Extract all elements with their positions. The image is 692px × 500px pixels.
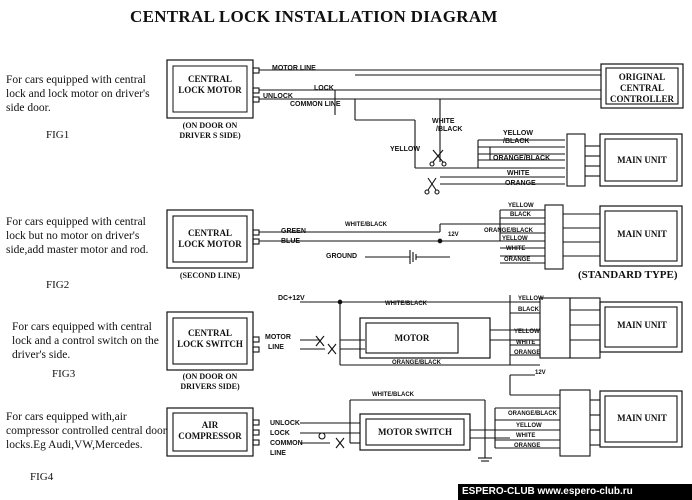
fig1-motor-box-label: CENTRAL LOCK MOTOR <box>178 74 242 95</box>
fig2-main-unit-label: MAIN UNIT <box>617 229 667 239</box>
fig1-wire-yellow: YELLOW <box>390 146 420 153</box>
fig4-compressor-box-label: AIR COMPRESSOR <box>178 420 242 441</box>
fig1-controller-label: ORIGINAL CENTRAL CONTROLLER <box>609 72 674 104</box>
fig2-wire-yellow2: YELLOW <box>502 236 528 242</box>
fig3-motor-box-label: MOTOR <box>394 333 430 343</box>
fig1-main-unit-label: MAIN UNIT <box>617 155 667 165</box>
fig1-wire-lock: LOCK <box>314 85 334 92</box>
fig3-wire-white-black: WHITE/BLACK <box>385 301 427 307</box>
fig2-wire-black: BLACK <box>510 212 531 218</box>
fig2-label: FIG2 <box>46 279 70 291</box>
fig3-label: FIG3 <box>52 368 76 380</box>
fig3-wire-yellow: YELLOW <box>518 296 544 302</box>
fig2-description: For cars equipped with central lock but … <box>6 216 149 256</box>
fig4-wire-lock: LOCK <box>270 430 290 437</box>
fig3-switch-caption: (ON DOOR ON DRIVERS SIDE) <box>180 372 240 391</box>
fig4-wire-common-top: COMMON <box>270 440 303 447</box>
fig2-wire-orange: ORANGE <box>504 257 531 263</box>
fig4-wire-unlock: UNLOCK <box>270 420 300 427</box>
fig2-standard-type: (STANDARD TYPE) <box>578 269 678 281</box>
fig3-wire-orange: ORANGE <box>514 350 541 356</box>
fig3-wire-orange-black: ORANGE/BLACK <box>392 360 441 366</box>
fig1-motor-caption: (ON DOOR ON DRIVER S SIDE) <box>179 121 241 140</box>
fig2-motor-caption: (SECOND LINE) <box>179 271 241 280</box>
fig4-wire-white-black: WHITE/BLACK <box>372 392 414 398</box>
fig4-label: FIG4 <box>30 471 54 483</box>
fig1-wire-unlock: UNLOCK <box>263 93 293 100</box>
fig4-wire-white: WHITE <box>516 433 536 439</box>
fig3-description: For cars equipped with central lock and … <box>12 321 159 361</box>
fig2-wire-yellow: YELLOW <box>508 203 534 209</box>
fig4-wire-yellow: YELLOW <box>516 423 542 429</box>
fig1-wire-yellow-black-bottom: /BLACK <box>503 138 530 145</box>
fig1-wire-common-line: COMMON LINE <box>290 101 341 108</box>
fig2-wire-12v: 12V <box>448 232 459 238</box>
fig1-wire-white-black-bottom: /BLACK <box>436 126 463 133</box>
fig2-wire-ground: GROUND <box>326 253 358 260</box>
fig4-wire-orange-black: ORANGE/BLACK <box>508 411 557 417</box>
fig2-wire-white: WHITE <box>506 246 526 252</box>
fig3-wire-motor-line-top: MOTOR <box>265 334 291 341</box>
fig4-main-unit-label: MAIN UNIT <box>617 413 667 423</box>
fig1-label: FIG1 <box>46 129 70 141</box>
fig1-wire-motor-line: MOTOR LINE <box>272 65 316 72</box>
fig1-wire-orange: ORANGE <box>505 180 536 187</box>
fig3-wire-dc12v: DC+12V <box>278 295 305 302</box>
fig3-switch-box-label: CENTRAL LOCK SWITCH <box>177 328 243 349</box>
fig3-wire-black: BLACK <box>518 307 539 313</box>
fig2-wire-orange-black: ORANGE/BLACK <box>484 228 533 234</box>
fig1-wire-yellow-black-top: YELLOW <box>503 130 533 137</box>
page-title: CENTRAL LOCK INSTALLATION DIAGRAM <box>130 7 498 26</box>
fig3-wire-white: WHITE <box>516 340 536 346</box>
fig4-wire-12v: 12V <box>535 370 546 376</box>
fig2-wire-white-black: WHITE/BLACK <box>345 222 387 228</box>
fig1-wire-white: WHITE <box>507 170 530 177</box>
footer-watermark: ESPERO-CLUB www.espero-club.ru <box>462 486 633 497</box>
fig2-motor-box-label: CENTRAL LOCK MOTOR <box>178 228 242 249</box>
fig4-description: For cars equipped with,air compressor co… <box>6 411 167 451</box>
fig4-switch-box-label: MOTOR SWITCH <box>377 427 453 437</box>
fig4-wire-orange: ORANGE <box>514 443 541 449</box>
fig3-wire-motor-line-bottom: LINE <box>268 344 284 351</box>
fig3-wire-yellow2: YELLOW <box>514 329 540 335</box>
fig1-description: For cars equipped with central lock and … <box>6 74 150 114</box>
fig4-wire-common-bottom: LINE <box>270 450 286 457</box>
fig2-wire-green: GREEN <box>281 228 306 235</box>
fig1-wire-white-black-top: WHITE <box>432 118 455 125</box>
fig3-main-unit-label: MAIN UNIT <box>617 320 667 330</box>
fig2-wire-blue: BLUE <box>281 238 301 245</box>
fig1-wire-orange-black: ORANGE/BLACK <box>493 155 551 162</box>
